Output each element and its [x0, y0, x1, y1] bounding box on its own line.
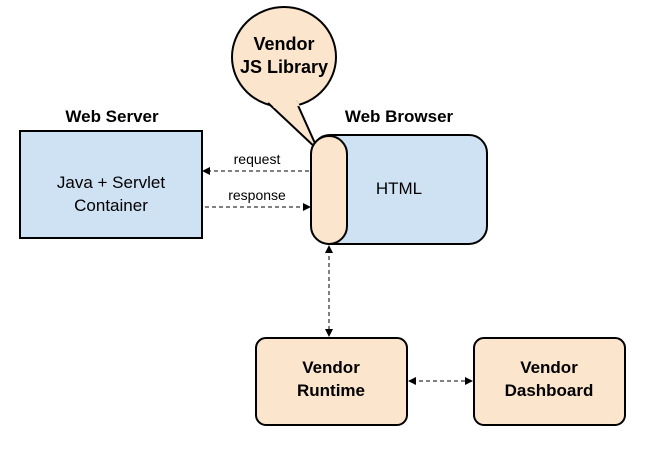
web-server-line-2: Container [74, 196, 148, 215]
request-arrow: request [202, 151, 309, 175]
request-label: request [234, 151, 281, 167]
web-server-line-1: Java + Servlet [57, 173, 165, 192]
callout-line-1: Vendor [253, 34, 314, 54]
vendor-js-library-callout: Vendor JS Library [231, 6, 337, 151]
vendor-runtime-line-2: Runtime [297, 381, 365, 400]
web-browser-html-label: HTML [376, 179, 422, 198]
vendor-dashboard-line-2: Dashboard [505, 381, 594, 400]
response-arrow: response [205, 187, 311, 211]
web-server-title: Web Server [65, 107, 159, 126]
web-browser-box: HTML [311, 134, 488, 245]
vendor-js-library-pill [310, 135, 348, 245]
web-browser-title: Web Browser [345, 107, 454, 126]
callout-line-2: JS Library [240, 57, 328, 77]
vendor-dashboard-box: Vendor Dashboard [473, 337, 626, 426]
web-server-box: Java + Servlet Container [19, 130, 203, 239]
vendor-runtime-line-1: Vendor [302, 358, 360, 377]
vendor-dashboard-line-1: Vendor [520, 358, 578, 377]
response-label: response [228, 187, 286, 203]
vendor-runtime-box: Vendor Runtime [255, 337, 408, 426]
